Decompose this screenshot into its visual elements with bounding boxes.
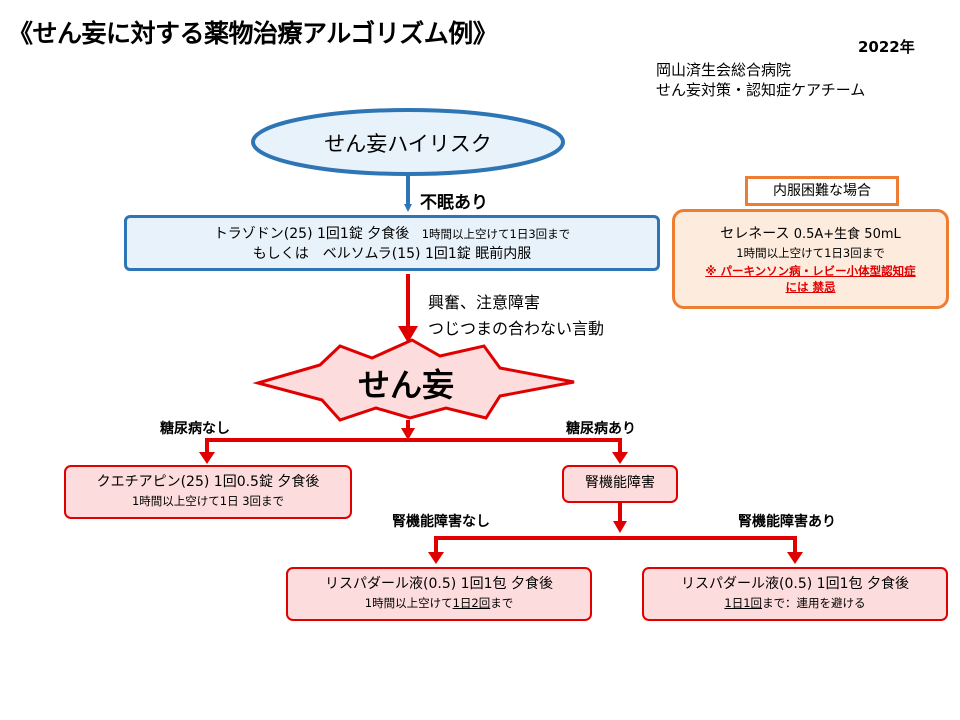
branch-diabetes: 糖尿病あり (566, 421, 636, 437)
renal-box: 腎機能障害 (562, 465, 678, 503)
oral-warning-2: には 禁忌 (785, 280, 836, 294)
risperdal-a-post: まで (490, 596, 514, 610)
risperdal-b-line1: リスパダール液(0.5) 1回1包 夕食後 (681, 576, 909, 592)
organization: 岡山済生会総合病院 せん妄対策・認知症ケアチーム (656, 60, 865, 100)
first-line-drug: トラゾドン(25) 1回1錠 夕食後 (213, 226, 410, 242)
branch-left-head (199, 452, 215, 464)
risperdal-a-box: リスパダール液(0.5) 1回1包 夕食後 1時間以上空けて1日2回まで (286, 567, 592, 621)
risperdal-a-line1: リスパダール液(0.5) 1回1包 夕食後 (325, 576, 553, 592)
oral-difficulty-label: 内服困難な場合 (745, 176, 899, 206)
delirium-label: せん妄 (358, 366, 455, 404)
branch-no-diabetes: 糖尿病なし (160, 421, 230, 437)
branch-right-head (612, 452, 628, 464)
symptom-line1: 興奮、注意障害 (428, 293, 541, 312)
org-line1: 岡山済生会総合病院 (656, 61, 792, 79)
renal-stem-head (613, 521, 627, 533)
risperdal-a-line2: 1時間以上空けて1日2回まで (288, 594, 590, 613)
oral-drug-row: セレネース 0.5A+生食 50mL (675, 225, 946, 244)
start-ellipse (251, 108, 565, 176)
risperdal-b-box: リスパダール液(0.5) 1回1包 夕食後 1日1回まで：連用を避ける (642, 567, 948, 621)
risperdal-a-note: 1時間以上空けて (364, 596, 453, 610)
risperdal-b-post: まで：連用を避ける (762, 596, 866, 610)
page-title: 《せん妄に対する薬物治療アルゴリズム例》 (8, 19, 498, 48)
insomnia-label: 不眠あり (420, 193, 488, 213)
year-label: 2022年 (858, 38, 915, 56)
branch-renal: 腎機能障害あり (738, 514, 836, 530)
risperdal-a-limit: 1日2回 (452, 596, 491, 610)
delirium-burst (252, 338, 575, 422)
oral-drug-dose: 0.5A+生食 50mL (793, 227, 901, 242)
start-label: せん妄ハイリスク (324, 132, 492, 156)
first-line-row2: もしくは ベルソムラ(15) 1回1錠 眠前内服 (252, 246, 532, 262)
org-line2: せん妄対策・認知症ケアチーム (656, 81, 866, 99)
branch-no-renal: 腎機能障害なし (392, 514, 490, 530)
symptom-line2: つじつまの合わない言動 (428, 319, 605, 338)
first-line-row1: トラゾドン(25) 1回1錠 夕食後 1時間以上空けて1日3回まで (127, 224, 657, 244)
oral-warning-1: ※ パーキンソン病・レビー小体型認知症 (705, 264, 916, 278)
symptoms: 興奮、注意障害 つじつまの合わない言動 (428, 290, 604, 342)
renal-right-head (787, 552, 803, 564)
oral-difficulty-box: セレネース 0.5A+生食 50mL 1時間以上空けて1日3回まで ※ パーキン… (672, 209, 949, 309)
oral-drug-name: セレネース (720, 226, 790, 242)
risperdal-b-limit: 1日1回 (724, 596, 763, 610)
branch-stem-head (401, 428, 415, 440)
quetiapine-line2: 1時間以上空けて1日 3回まで (131, 494, 285, 508)
risperdal-b-line2: 1日1回まで：連用を避ける (644, 594, 946, 613)
quetiapine-box: クエチアピン(25) 1回0.5錠 夕食後 1時間以上空けて1日 3回まで (64, 465, 352, 519)
renal-left-head (428, 552, 444, 564)
quetiapine-line1: クエチアピン(25) 1回0.5錠 夕食後 (96, 474, 320, 490)
symptom-arrow-head (398, 326, 418, 343)
oral-drug-note: 1時間以上空けて1日3回まで (736, 246, 885, 260)
first-line-box: トラゾドン(25) 1回1錠 夕食後 1時間以上空けて1日3回まで もしくは ベ… (124, 215, 660, 271)
first-line-note: 1時間以上空けて1日3回まで (421, 227, 571, 241)
